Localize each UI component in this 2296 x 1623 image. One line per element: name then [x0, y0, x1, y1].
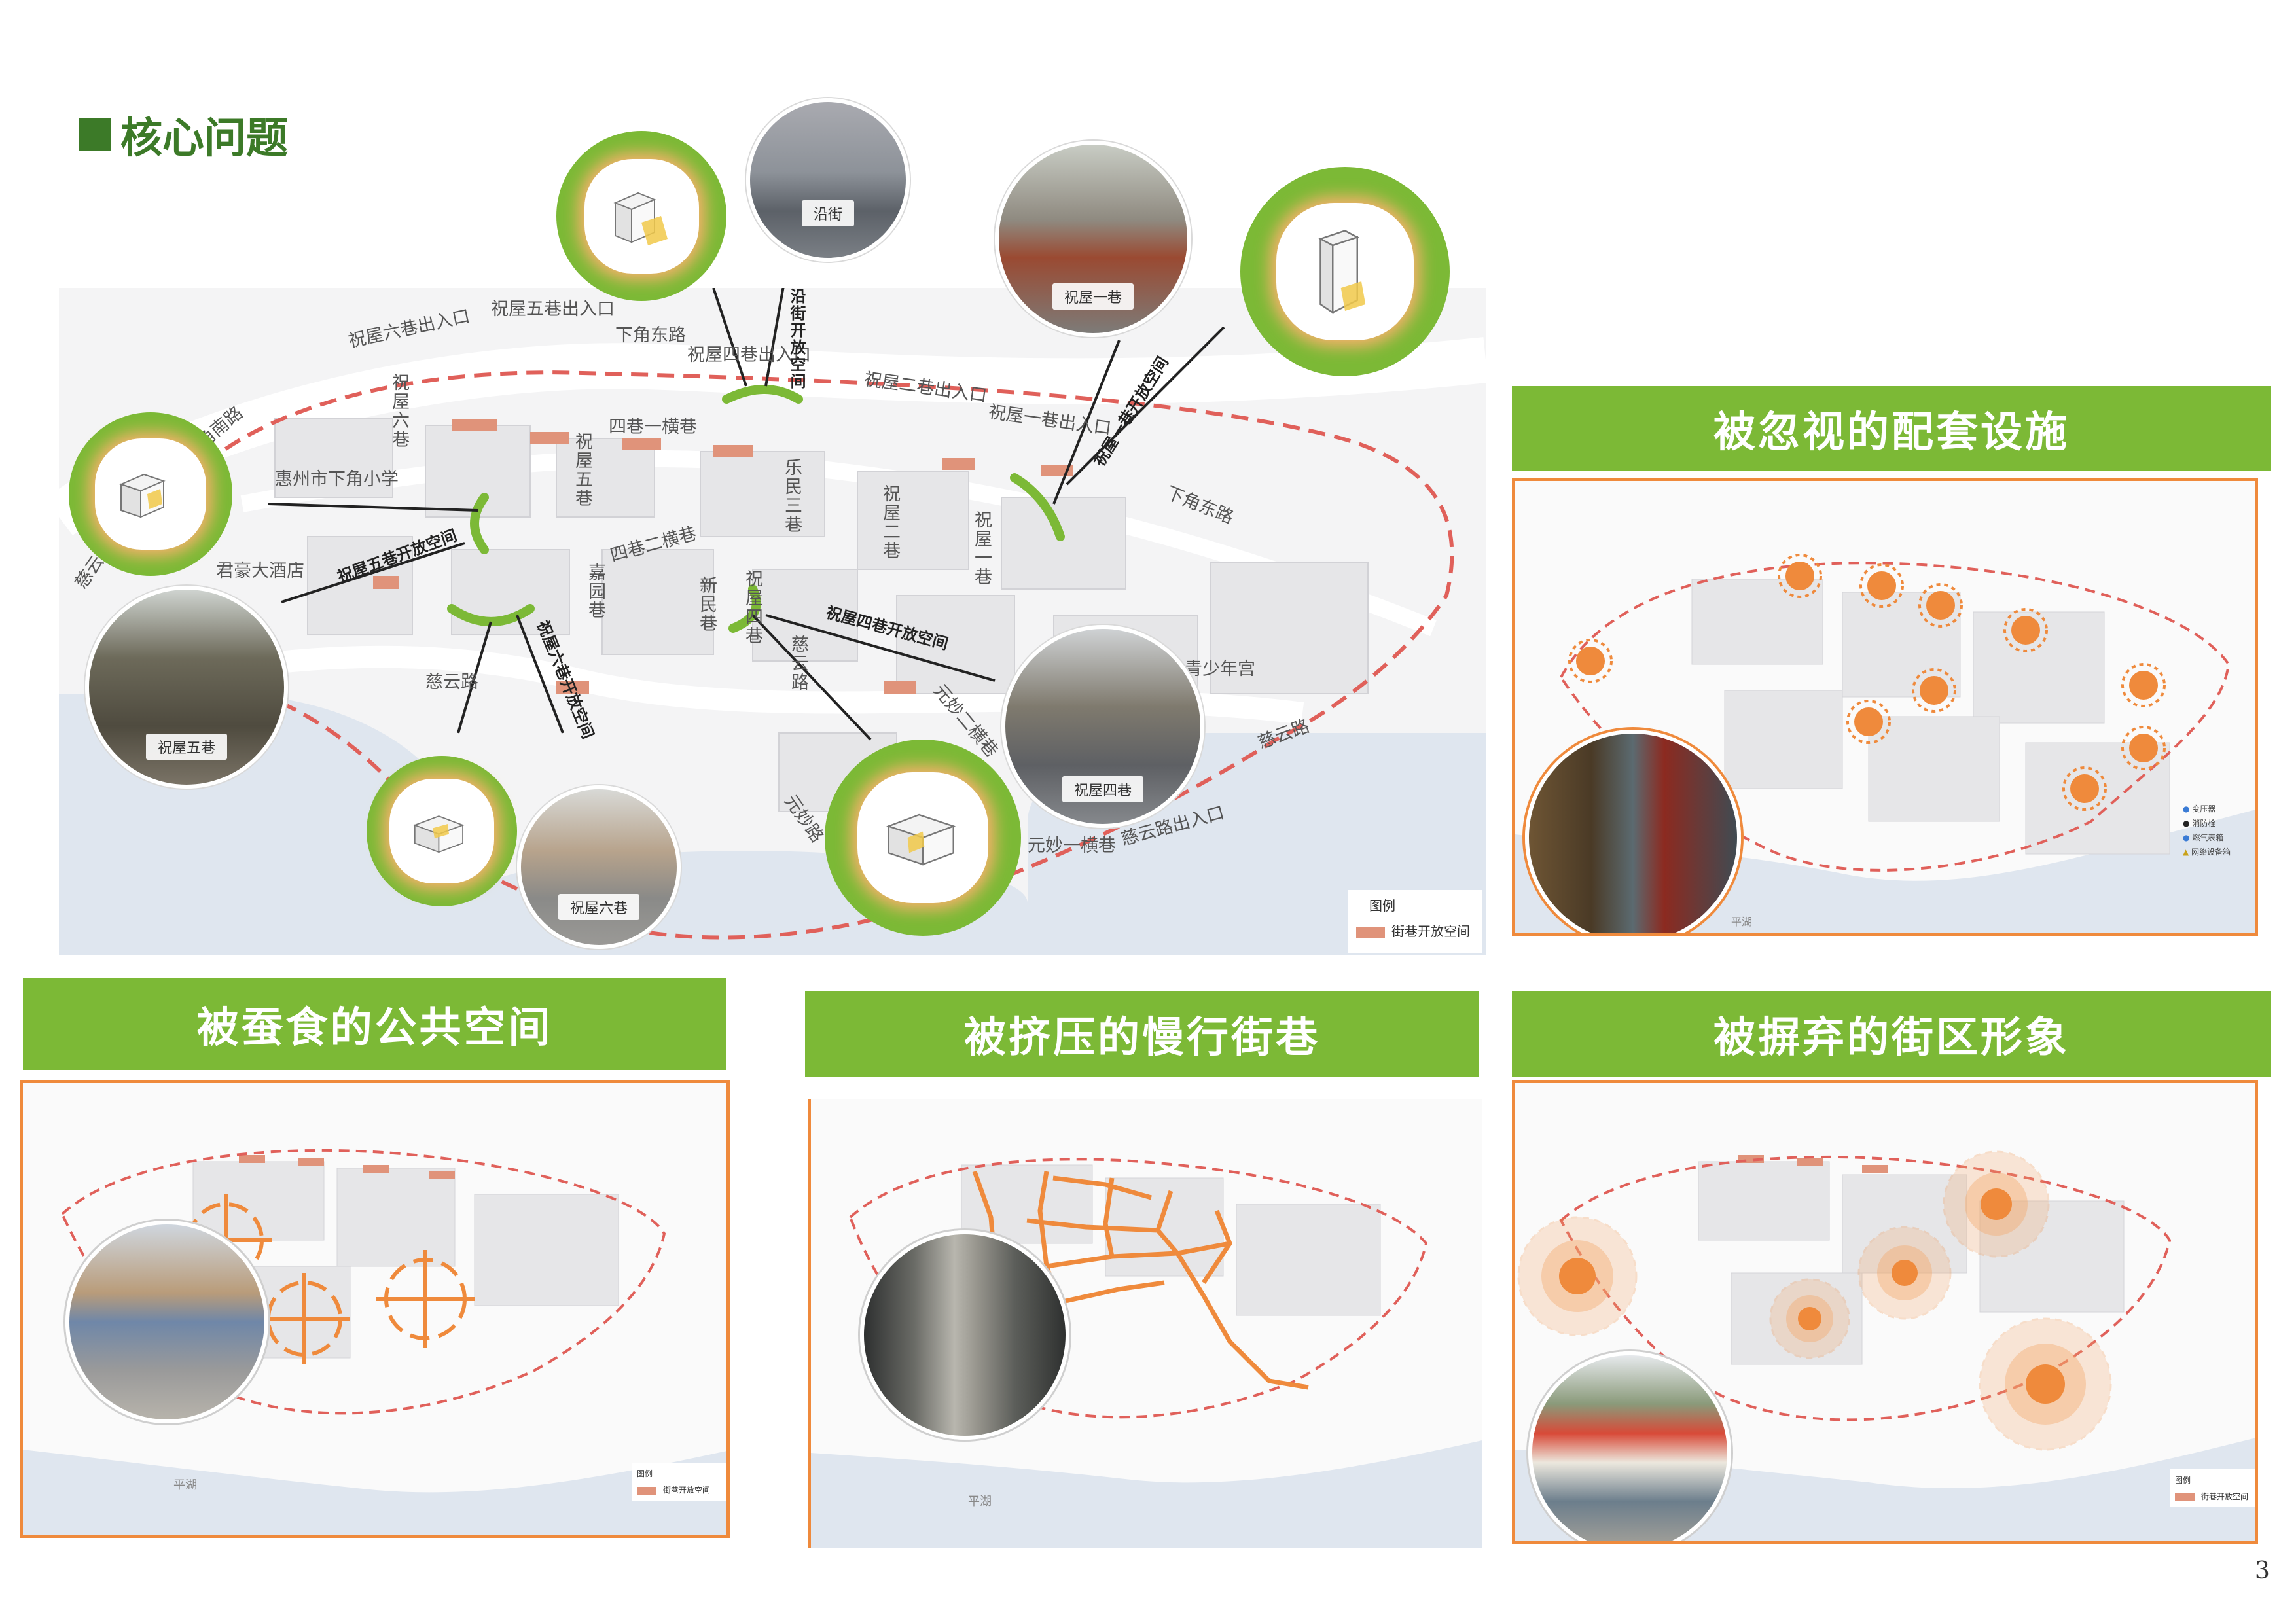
- photo-zhuwu5: 祝屋五巷: [85, 586, 288, 789]
- panel-slow-lanes-map: 平湖: [808, 1099, 1482, 1548]
- photo-zhuwu6: 祝屋六巷: [517, 785, 681, 949]
- label-zhuwu5-lane: 祝屋五巷: [572, 432, 592, 508]
- label-siheng1: 四巷一横巷: [609, 417, 697, 437]
- legend-swatch: [1356, 927, 1385, 938]
- label-zhuwu5-entrance: 祝屋五巷出入口: [491, 299, 615, 319]
- section-title: 核心问题: [79, 105, 288, 165]
- building-axo-icon: [1318, 230, 1366, 314]
- panel-image-header: 被摒弃的街区形象: [1512, 991, 2271, 1077]
- photo-yanjie: 沿街: [746, 98, 910, 262]
- photo-zhuwu1: 祝屋一巷: [995, 141, 1191, 337]
- label-zhuwu2-lane: 祝屋二巷: [880, 484, 900, 560]
- legend-title: 图例: [1369, 898, 1395, 914]
- label-lemin3: 乐民三巷: [781, 458, 802, 534]
- facilities-legend: ● 变压器 ● 消防栓 ● 燃气表箱 ▲ 网络设备箱: [2183, 802, 2231, 859]
- slow-lanes-lake-label: 平湖: [968, 1495, 992, 1508]
- public-space-legend: 图例 街巷开放空间: [632, 1463, 726, 1501]
- label-jiaxing: 嘉园巷: [585, 563, 605, 620]
- photo-zhuwu5-label: 祝屋五巷: [145, 734, 228, 760]
- photo-zhuwu6-label: 祝屋六巷: [558, 894, 640, 920]
- label-hotel: 君豪大酒店: [216, 561, 304, 581]
- district-boundary: [168, 370, 1454, 940]
- facilities-photo: [1525, 730, 1741, 933]
- label-ciyun-1: 慈云路: [425, 672, 478, 692]
- public-space-lake-label: 平湖: [173, 1478, 197, 1492]
- legend-item: 街巷开放空间: [1356, 921, 1474, 940]
- legend-swatch: [637, 1486, 656, 1495]
- axo-inner: [857, 772, 988, 903]
- label-xiajiao-east-1: 下角东路: [615, 325, 686, 346]
- label-yuanmiao-heng1: 元妙一横巷: [1028, 836, 1116, 856]
- main-map-overlay: [59, 288, 1486, 940]
- open-space-blocks: [373, 419, 1073, 694]
- building-axo-icon: [413, 815, 465, 853]
- facility-markers: [1568, 554, 2166, 811]
- callout-arrows: [268, 288, 1225, 741]
- slow-lanes-photo: [860, 1230, 1069, 1440]
- legend-row: ● 消防栓: [2183, 819, 2216, 828]
- building-axo-icon: [886, 813, 956, 866]
- panel-public-space-header: 被蚕食的公共空间: [23, 978, 726, 1070]
- decay-hotspots: [1517, 1150, 2112, 1451]
- axo-diagram-along-street: [556, 131, 726, 301]
- panel-public-space-map: 平湖 图例 街巷开放空间: [20, 1080, 730, 1538]
- slow-lanes-map-svg: [811, 1158, 1482, 1548]
- facilities-lake-label: 平湖: [1731, 916, 1753, 928]
- label-zhuwu4-entrance: 祝屋四巷出入口: [687, 345, 811, 365]
- label-zhuwu1-lane: 祝屋一巷: [971, 510, 992, 586]
- image-legend: 图例 街巷开放空间: [2170, 1469, 2255, 1507]
- building-axo-icon: [119, 473, 166, 518]
- legend-row: ● 燃气表箱: [2183, 833, 2224, 842]
- panel-facilities-map: ● 变压器 ● 消防栓 ● 燃气表箱 ▲ 网络设备箱 平湖: [1512, 478, 2258, 936]
- panel-slow-lanes-header: 被挤压的慢行街巷: [805, 991, 1479, 1077]
- building-axo-icon: [613, 192, 668, 245]
- label-youth-palace: 青少年宫: [1185, 659, 1255, 679]
- legend-item: 街巷开放空间: [637, 1484, 726, 1495]
- label-zhuwu6-lane: 祝屋六巷: [389, 373, 409, 449]
- label-ciyun-2: 慈云路: [788, 635, 808, 692]
- axo-diagram-zhuwu1: [1240, 167, 1450, 376]
- label-school: 惠州市下角小学: [275, 469, 399, 490]
- image-photo: [1528, 1351, 1731, 1541]
- axo-inner: [1276, 203, 1414, 340]
- legend-item: 街巷开放空间: [2175, 1491, 2255, 1502]
- axo-diagram-zhuwu4: [825, 740, 1021, 936]
- main-map-legend: 图例 街巷开放空间: [1348, 890, 1482, 953]
- label-zhuwu4-vert: 祝屋四巷: [742, 569, 762, 645]
- public-space-photo: [65, 1221, 268, 1423]
- image-map-svg: [1515, 1150, 2255, 1541]
- axo-diagram-zhuwu5: [69, 412, 232, 576]
- facilities-boundary: [1559, 562, 2231, 872]
- page-number: 3: [2255, 1558, 2270, 1584]
- panel-image-map: 图例 街巷开放空间: [1512, 1080, 2258, 1544]
- axo-inner: [389, 779, 494, 883]
- main-map: 祝屋六巷出入口 祝屋五巷出入口 下角东路 祝屋四巷出入口 祝屋二巷出入口 祝屋一…: [59, 288, 1486, 955]
- photo-yanjie-label: 沿街: [801, 200, 855, 226]
- photo-zhuwu4-label: 祝屋四巷: [1062, 776, 1144, 802]
- legend-swatch: [2175, 1493, 2195, 1501]
- slow-lane-network: [972, 1170, 1309, 1390]
- photo-zhuwu4: 祝屋四巷: [1001, 625, 1204, 828]
- label-xinmin: 新民巷: [696, 576, 717, 633]
- axo-diagram-zhuwu6: [367, 756, 517, 906]
- panel-facilities-header: 被忽视的配套设施: [1512, 386, 2271, 471]
- legend-row: ▲ 网络设备箱: [2183, 847, 2231, 857]
- photo-zhuwu1-label: 祝屋一巷: [1052, 283, 1134, 310]
- building-blocks: [274, 418, 1369, 812]
- callout-along-street: 沿街开放空间: [787, 288, 806, 390]
- axo-inner: [95, 438, 206, 550]
- public-space-map-svg: [23, 1149, 726, 1535]
- square-icon: [79, 118, 111, 151]
- legend-row: ● 变压器: [2183, 804, 2216, 813]
- axo-inner: [584, 158, 699, 274]
